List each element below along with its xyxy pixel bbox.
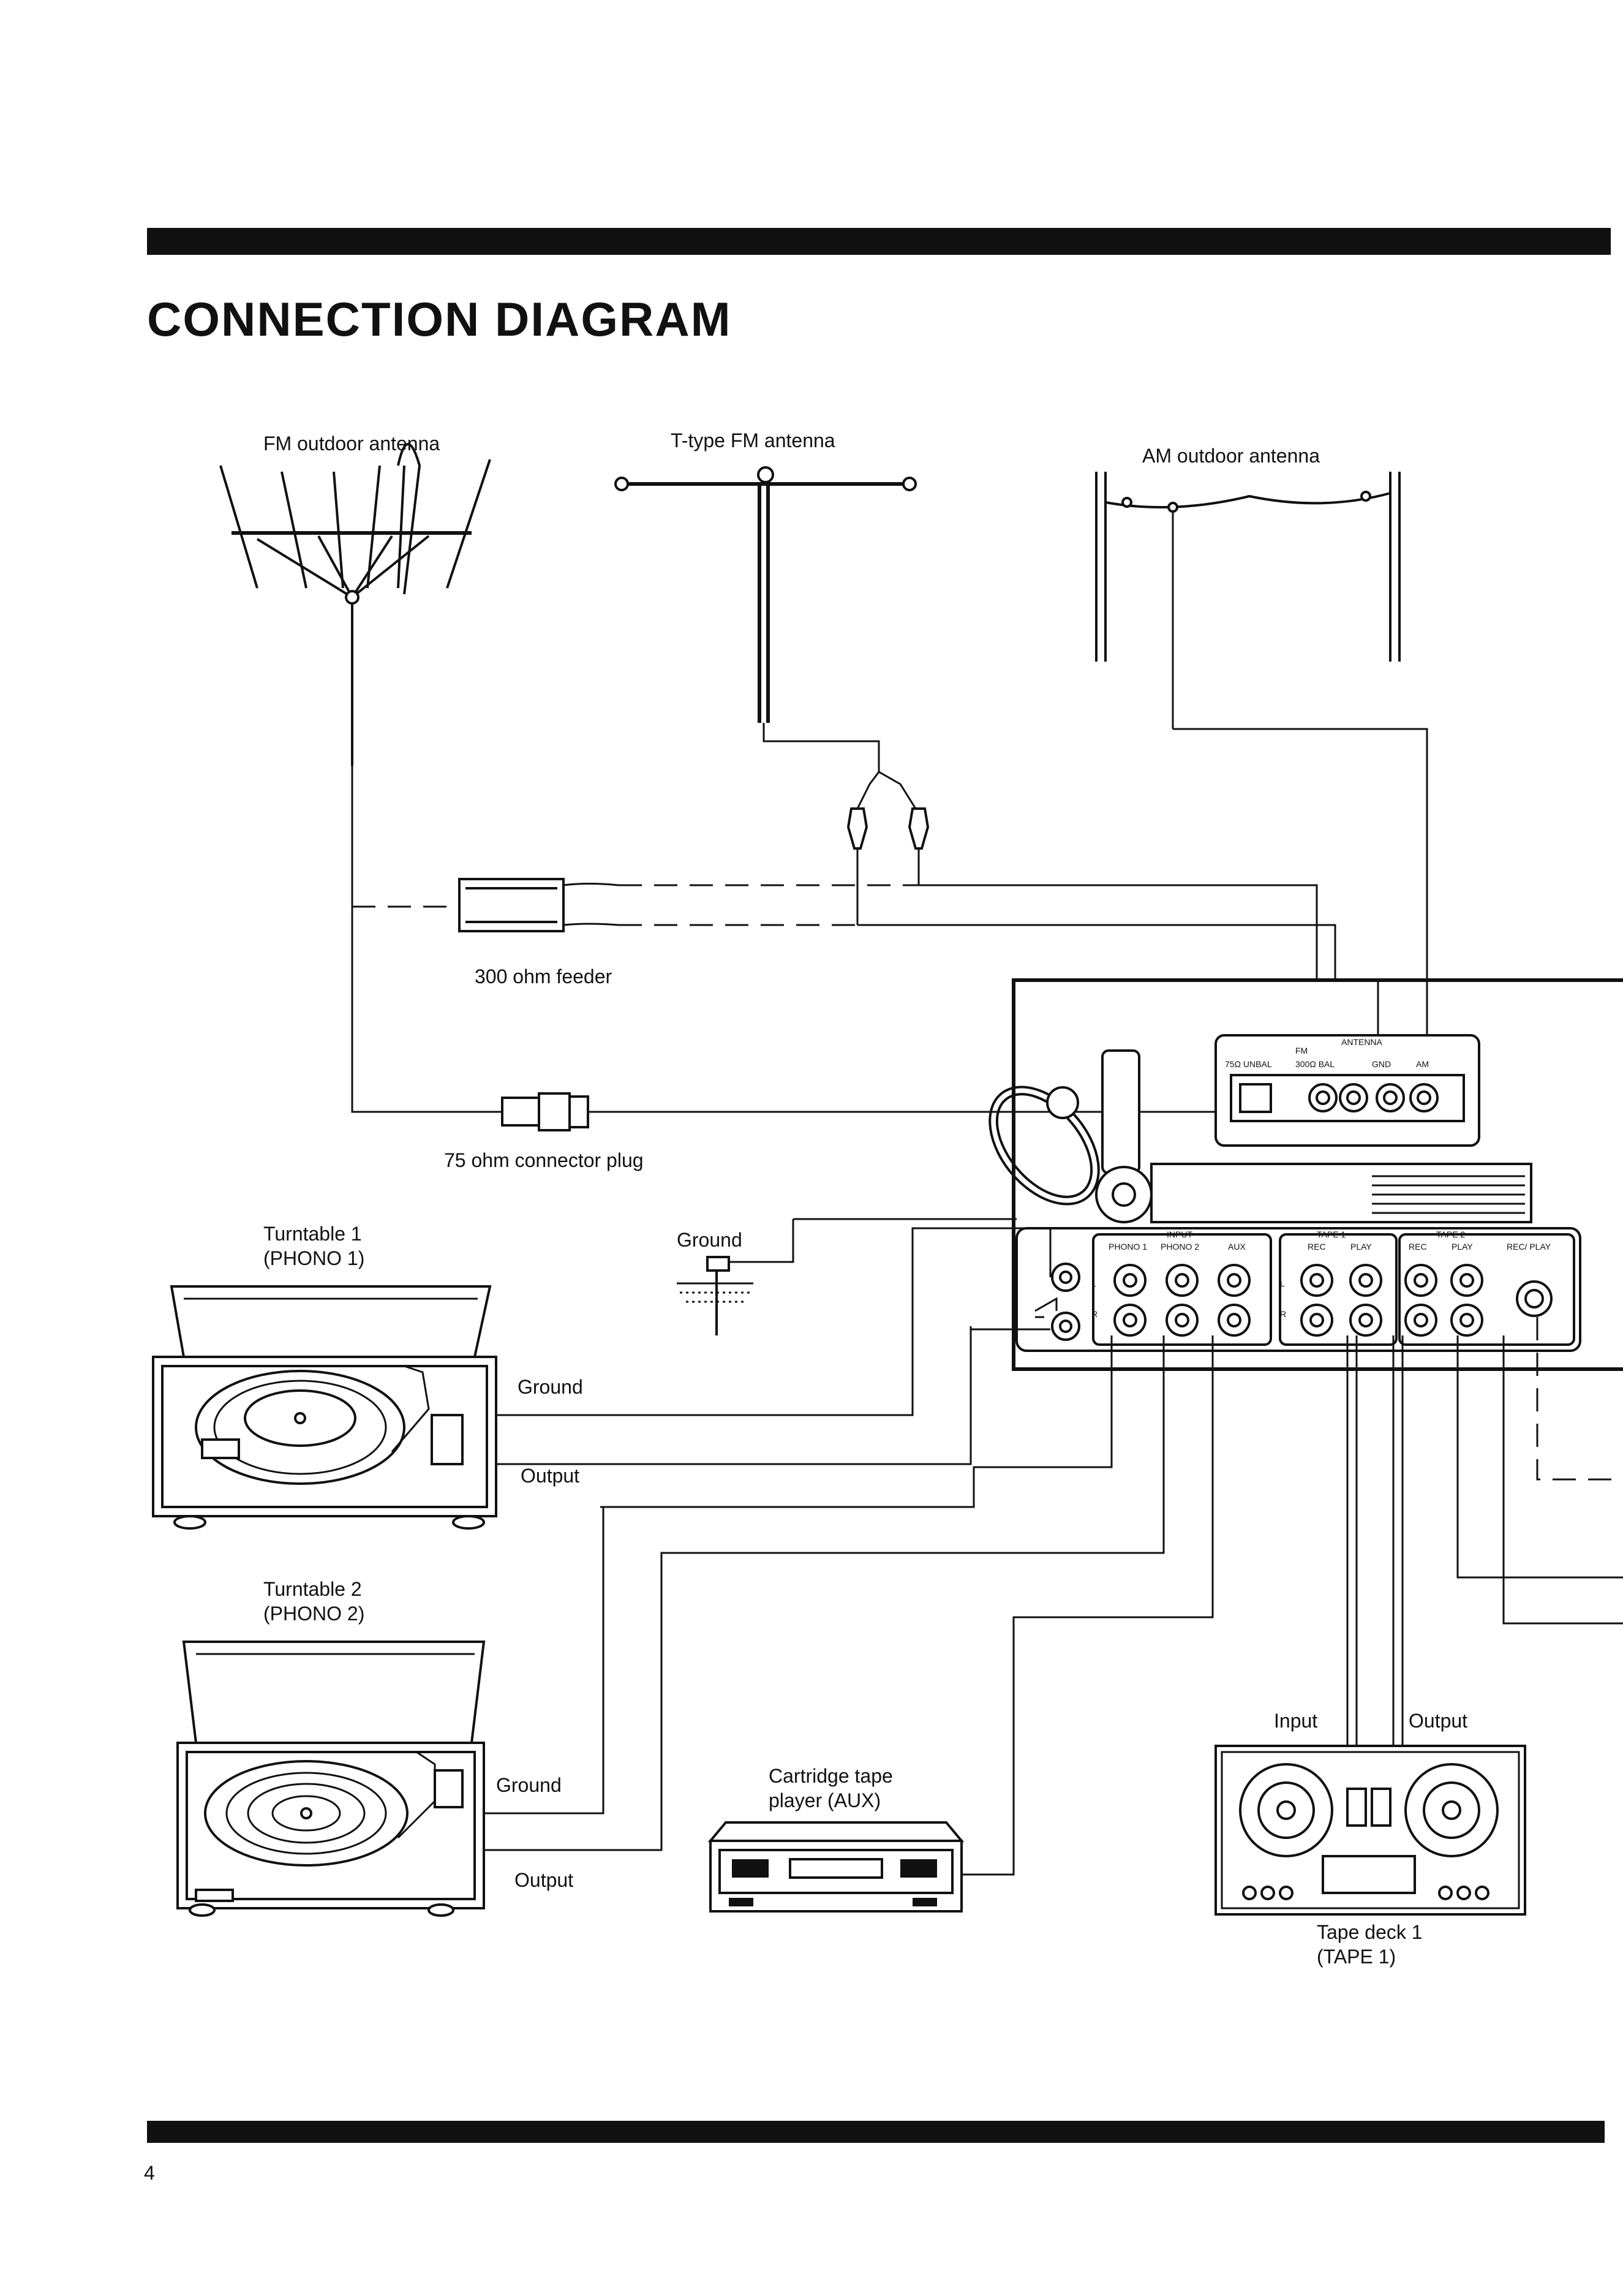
turntable-1-ground-label: Ground xyxy=(518,1376,583,1398)
panel-tape-right-label: R xyxy=(1280,1309,1286,1319)
panel-tape2-play-label: PLAY xyxy=(1452,1242,1473,1252)
tape-deck-output-label: Output xyxy=(1409,1710,1467,1732)
am-outdoor-antenna xyxy=(1095,472,1401,729)
connector-plug-75-ohm-label: 75 ohm connector plug xyxy=(444,1149,644,1171)
panel-fm-unbal-label: 75Ω UNBAL xyxy=(1225,1059,1272,1069)
turntable-1-sublabel: (PHONO 1) xyxy=(263,1247,364,1269)
panel-tape1-play-label: PLAY xyxy=(1350,1242,1372,1252)
am-outdoor-antenna-label: AM outdoor antenna xyxy=(1142,445,1320,467)
header-bar xyxy=(147,228,1611,255)
turntable-2-output-label: Output xyxy=(514,1869,573,1891)
turntable-2-label: Turntable 2 xyxy=(263,1578,362,1600)
tape-deck-1-label: Tape deck 1 xyxy=(1317,1921,1423,1943)
feeder-300-ohm xyxy=(458,878,619,932)
signal-cables xyxy=(484,1227,1623,1876)
tape-deck-1-sublabel: (TAPE 1) xyxy=(1317,1946,1396,1968)
page-title: CONNECTION DIAGRAM xyxy=(147,292,732,346)
panel-antenna-label: ANTENNA xyxy=(1341,1037,1383,1047)
turntable-2-ground-label: Ground xyxy=(496,1774,562,1796)
t-type-fm-antenna-label: T-type FM antenna xyxy=(671,429,835,451)
panel-gnd-label: GND xyxy=(1372,1059,1391,1069)
turntable-1-label: Turntable 1 xyxy=(263,1223,362,1245)
rca-jacks xyxy=(1113,1264,1553,1337)
panel-tape1-label: TAPE 1 xyxy=(1317,1229,1346,1239)
panel-input-label: INPUT xyxy=(1167,1229,1192,1239)
tape-deck-1 xyxy=(1214,1745,1526,1916)
footer-bar xyxy=(147,2121,1605,2143)
page-number: 4 xyxy=(144,2162,155,2184)
panel-am-label: AM xyxy=(1416,1059,1429,1069)
fm-outdoor-antenna-label: FM outdoor antenna xyxy=(263,432,440,455)
ground-rod xyxy=(677,1219,794,1335)
panel-phono1-label: PHONO 1 xyxy=(1109,1242,1147,1252)
cartridge-tape-player-label-line1: Cartridge tape xyxy=(769,1765,893,1787)
turntable-2 xyxy=(176,1641,486,1917)
feeder-300-ohm-label: 300 ohm feeder xyxy=(475,965,612,988)
turntable-1-output-label: Output xyxy=(521,1465,579,1487)
spade-lug-right xyxy=(908,807,930,882)
panel-tape-left-label: L xyxy=(1280,1278,1285,1288)
panel-tape2-recplay-label: REC/ PLAY xyxy=(1507,1242,1551,1252)
fm-outdoor-antenna xyxy=(219,443,491,766)
receiver-rear-panel: ANTENNA FM 75Ω UNBAL 300Ω BAL GND AM INP… xyxy=(988,978,1623,1371)
panel-tape2-rec-label: REC xyxy=(1409,1242,1427,1252)
ground-rod-label: Ground xyxy=(677,1229,742,1251)
tape-deck-input-label: Input xyxy=(1274,1710,1317,1732)
panel-right-label: R xyxy=(1091,1309,1098,1319)
cartridge-tape-player-label-line2: player (AUX) xyxy=(769,1789,881,1811)
panel-tape1-rec-label: REC xyxy=(1308,1242,1326,1252)
cartridge-tape-player xyxy=(707,1821,965,1913)
panel-phono2-label: PHONO 2 xyxy=(1161,1242,1199,1252)
turntable-2-sublabel: (PHONO 2) xyxy=(263,1603,364,1625)
panel-aux-label: AUX xyxy=(1228,1242,1246,1252)
turntable-1 xyxy=(152,1285,497,1530)
panel-fm-bal-label: 300Ω BAL xyxy=(1295,1059,1335,1069)
t-type-fm-antenna xyxy=(614,466,917,723)
panel-fm-label: FM xyxy=(1295,1046,1308,1055)
spade-lug-left xyxy=(846,807,868,882)
panel-tape2-label: TAPE 2 xyxy=(1436,1229,1465,1239)
panel-left-label: L xyxy=(1091,1278,1096,1288)
